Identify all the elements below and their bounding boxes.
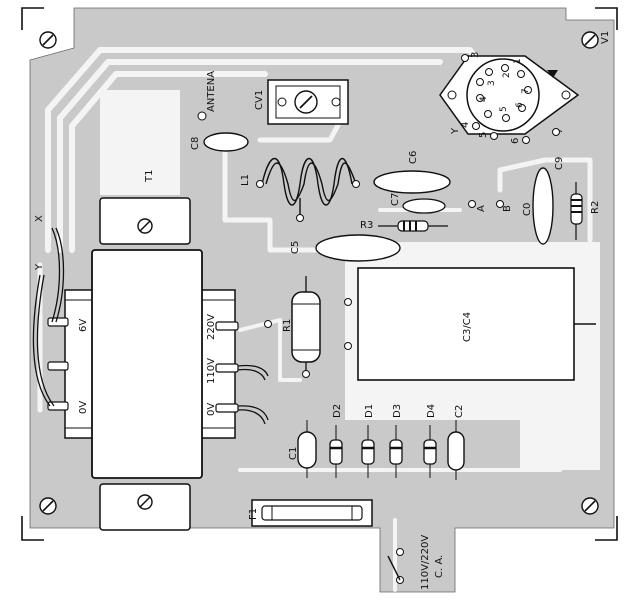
component-labels: ANTENA CV1 C8 L1 C6 C7 R3 C5 R1 C3/C4 C9… [34,31,611,590]
transformer-wires [32,227,269,425]
label-r2: R2 [590,201,601,214]
label-y: Y [34,263,45,271]
label-r3: R3 [360,220,373,231]
mounting-holes [39,31,599,515]
label-r1: R1 [282,319,293,332]
tube-pin-3: 3 [487,80,497,86]
capacitor-c1 [297,420,317,478]
diode-d2 [329,425,343,478]
label-d2: D2 [332,404,343,418]
outer-pin-y: Y [450,127,461,135]
mounting-hole-top-right [581,31,599,49]
label-0v-left: 0V [78,401,89,414]
outer-pin-3: 3 [470,52,481,58]
label-v1: V1 [600,31,611,44]
label-antenna: ANTENA [206,71,217,112]
label-c5: C5 [290,241,301,254]
label-d4: D4 [426,404,437,418]
tube-pin-labels: 1 2 3 4 5 6 7 [479,58,531,112]
variable-capacitor-cv1 [267,79,349,125]
capacitor-c5 [315,234,401,262]
crop-marks [21,7,618,541]
tube-pin-2: 2 [502,72,512,78]
outer-pads [461,54,560,144]
tube-socket-v1 [439,55,580,135]
fuse-f1 [251,499,373,527]
resistor-r3 [378,220,448,232]
capacitor-c3-c4 [357,267,596,381]
label-t1: T1 [144,170,155,183]
capacitor-c8 [203,132,249,152]
label-pad-b: B [502,205,513,212]
label-c9: C9 [554,157,565,170]
pad-a [468,200,476,208]
tube-pin-7: 7 [521,88,531,94]
label-mains-line2: C. A. [434,555,445,578]
label-220v: 220V [206,314,217,340]
tube-pin-4: 4 [479,96,489,102]
outer-pin-5: 5 [478,132,489,138]
label-l1: L1 [240,174,251,186]
mounting-hole-top-left [39,31,57,49]
label-mains-line1: 110V/220V [420,535,431,590]
transformer-terminals [47,317,239,413]
diode-d3 [389,425,403,478]
mains-switch [387,548,404,584]
label-c7: C7 [390,193,401,206]
mounting-hole-bottom-right [581,497,599,515]
label-6v: 6V [78,319,89,332]
label-c1: C1 [288,447,299,460]
transformer-t1 [64,197,236,531]
label-c3c4: C3/C4 [462,312,473,342]
label-d3: D3 [392,404,403,418]
label-f1: F1 [248,508,259,520]
label-cv1: CV1 [254,90,265,110]
tube-pin-5: 5 [499,106,509,112]
pad-b [496,200,504,208]
resistor-r2 [570,182,583,240]
coil-l1 [261,158,357,215]
misc-pads [264,298,352,378]
label-c2: C2 [454,405,465,418]
label-0v-right: 0V [206,403,217,416]
capacitor-c0 [532,167,554,245]
label-d1: D1 [364,404,375,418]
tube-pin-1: 1 [513,58,523,64]
outer-pin-6: 6 [510,138,521,144]
label-pad-a: A [476,205,487,212]
tube-pin-6: 6 [515,102,525,108]
outer-pin-4: 4 [460,122,471,128]
capacitor-c6 [373,170,451,194]
diode-d1 [361,425,375,478]
label-c8: C8 [190,137,201,150]
antenna-pad [197,111,207,121]
label-c0: C0 [522,203,533,216]
label-c6: C6 [408,151,419,164]
capacitor-c2 [447,420,465,480]
resistor-r1 [291,276,321,372]
mounting-hole-bottom-left [39,497,57,515]
label-110v: 110V [206,358,217,384]
coil-pads [256,180,360,222]
diode-d4 [423,425,437,478]
capacitor-c7 [402,198,446,214]
label-x: X [34,215,45,222]
